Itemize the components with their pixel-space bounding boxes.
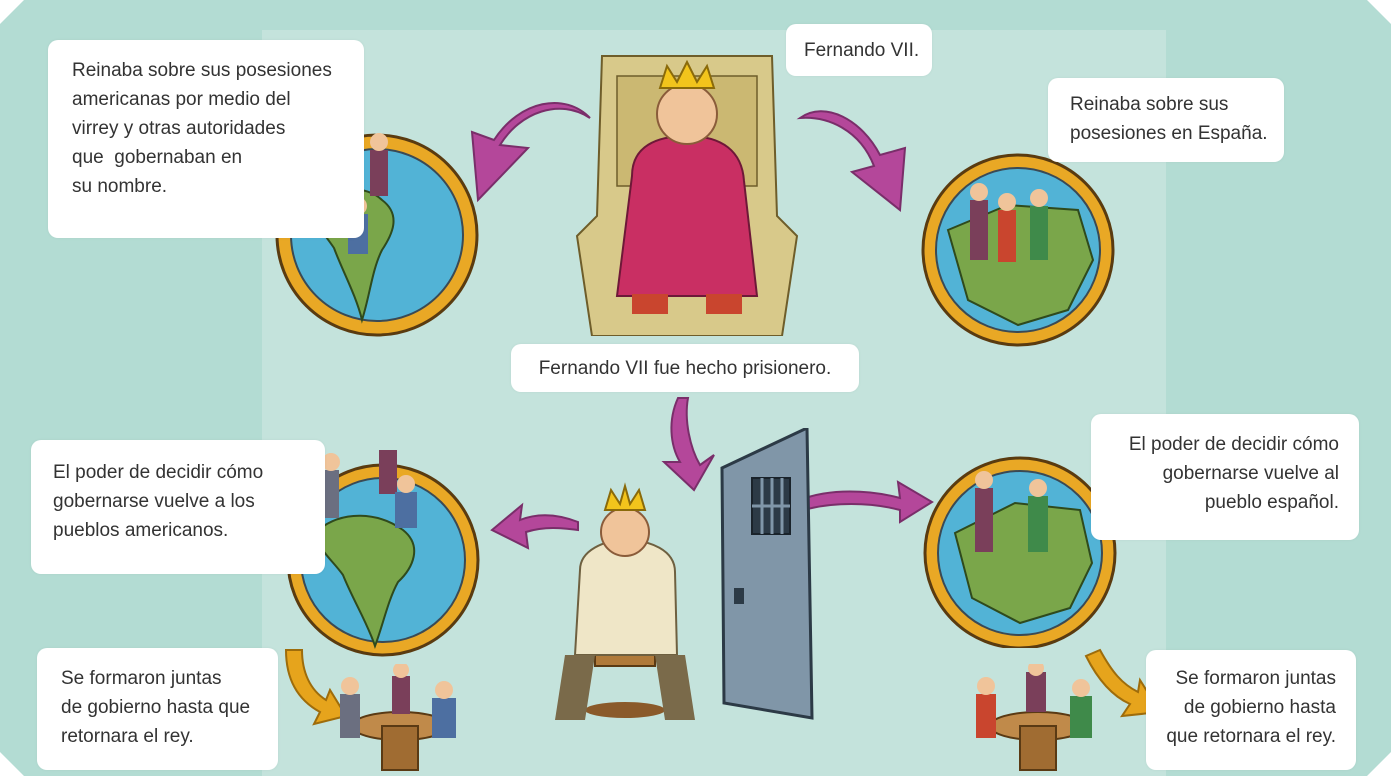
american-people-figures bbox=[322, 450, 417, 528]
callout-line: virrey y otras autoridades bbox=[72, 118, 286, 139]
callout-king-name: Fernando VII. bbox=[786, 24, 932, 76]
callout-line: de gobierno hasta bbox=[1183, 697, 1336, 718]
callout-america-power: El poder de decidir cómo gobernarse vuel… bbox=[31, 440, 325, 574]
arrow-prison-down bbox=[661, 397, 715, 492]
callout-line: El poder de decidir cómo bbox=[1128, 434, 1339, 455]
callout-america-rule: Reinaba sobre sus posesiones americanas … bbox=[48, 40, 364, 238]
callout-line: de gobierno hasta que bbox=[61, 697, 251, 718]
arrow-king-to-spain bbox=[796, 110, 907, 212]
callout-spain-power: El poder de decidir cómo gobernarse vuel… bbox=[1091, 414, 1359, 540]
globe-spain-icon bbox=[923, 456, 1117, 648]
callout-line: Fernando VII. bbox=[804, 40, 920, 61]
callout-line: retornara el rey. bbox=[61, 726, 194, 747]
globe-spain-icon bbox=[921, 153, 1115, 347]
callout-line: que retornara el rey. bbox=[1166, 726, 1336, 747]
arrow-prison-to-america bbox=[490, 502, 579, 550]
callout-line: su nombre. bbox=[72, 176, 168, 197]
callout-line: americanas por medio del bbox=[72, 89, 291, 110]
callout-line: Reinaba sobre sus bbox=[1070, 94, 1229, 115]
callout-spain-rule: Reinaba sobre sus posesiones en España. bbox=[1048, 78, 1284, 162]
callout-line: pueblos americanos. bbox=[53, 520, 229, 541]
callout-line: gobernarse vuelve al bbox=[1162, 463, 1339, 484]
callout-line: Se formaron juntas bbox=[1175, 668, 1336, 689]
globe-america-icon bbox=[286, 450, 480, 657]
prison-door-icon bbox=[720, 428, 814, 720]
arrow-king-to-america bbox=[470, 102, 591, 203]
callout-line: Se formaron juntas bbox=[61, 668, 222, 689]
junta-table-icon bbox=[340, 664, 456, 771]
arrow-prison-to-spain bbox=[798, 480, 934, 524]
callout-america-juntas: Se formaron juntas de gobierno hasta que… bbox=[37, 648, 278, 770]
arrow-spain-to-juntas bbox=[1084, 648, 1162, 718]
callout-line: que gobernaban en bbox=[72, 147, 243, 168]
callout-line: gobernarse vuelve a los bbox=[53, 491, 255, 512]
king-on-throne-icon bbox=[575, 55, 799, 336]
junta-table-icon bbox=[976, 664, 1092, 771]
spanish-people-figures bbox=[975, 471, 1048, 552]
callout-line: posesiones en España. bbox=[1070, 123, 1268, 144]
callout-line: El poder de decidir cómo bbox=[53, 462, 264, 483]
callout-line: Fernando VII fue hecho prisionero. bbox=[538, 358, 832, 379]
callout-line: Reinaba sobre sus posesiones bbox=[72, 60, 332, 81]
callout-prisoner: Fernando VII fue hecho prisionero. bbox=[511, 344, 859, 392]
callout-line: pueblo español. bbox=[1204, 492, 1339, 513]
prisoner-king-icon bbox=[555, 482, 695, 720]
callout-spain-juntas: Se formaron juntas de gobierno hasta que… bbox=[1146, 650, 1356, 770]
spanish-people-figures bbox=[970, 183, 1048, 262]
